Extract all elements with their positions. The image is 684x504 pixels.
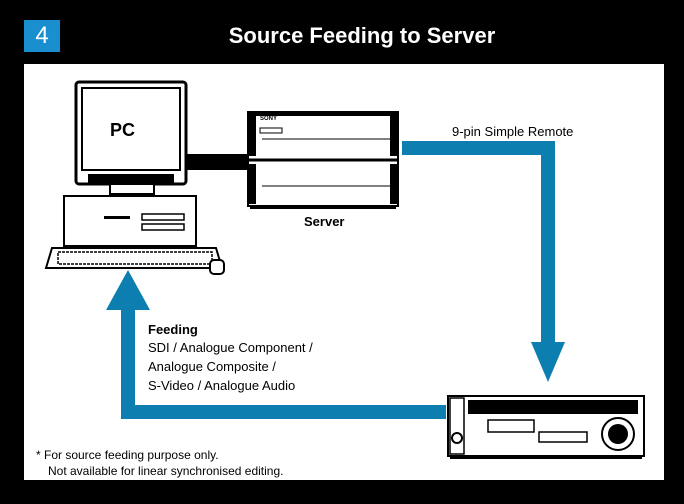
diagram-panel: PC SONY Server 9-pin Simple Remote Feedi… <box>24 64 664 480</box>
monitor-stand <box>109 183 155 195</box>
mouse <box>209 259 225 275</box>
note-line-1: * For source feeding purpose only. <box>36 448 219 462</box>
monitor-bottom <box>88 174 174 184</box>
pc-illustration <box>44 80 225 275</box>
server-label: Server <box>304 214 345 229</box>
vtr-jog-inner <box>608 424 628 444</box>
server-feet <box>250 206 396 209</box>
section-number: 4 <box>24 20 60 52</box>
pc-server-cable <box>184 154 248 170</box>
vtr-top-panel <box>468 400 638 414</box>
remote-label: 9-pin Simple Remote <box>452 124 574 139</box>
remote-connection-arrow <box>402 141 555 344</box>
brand-label: SONY <box>260 116 278 122</box>
feeding-line-3: S-Video / Analogue Audio <box>148 378 296 393</box>
server-rail-left-bottom <box>248 164 256 204</box>
cd-drive <box>141 223 185 231</box>
note-line-2: Not available for linear synchronised ed… <box>48 464 284 478</box>
vtr-buttons <box>538 431 588 443</box>
floppy-drive <box>141 213 185 221</box>
feeding-line-1: SDI / Analogue Component / <box>148 340 313 355</box>
vtr-feet <box>450 456 642 459</box>
vtr-left-strip <box>449 397 465 455</box>
feeding-connection-arrow <box>121 308 446 419</box>
vtr-illustration <box>447 395 645 459</box>
diagram-svg <box>44 80 645 459</box>
vtr-display <box>487 419 535 433</box>
server-top-bar <box>248 112 398 116</box>
server-indicators <box>259 127 283 134</box>
server-rail-right-bottom <box>390 164 398 204</box>
pc-tower-slot <box>104 216 130 219</box>
feeding-arrowhead <box>106 270 150 310</box>
monitor-screen <box>81 87 181 171</box>
keyboard-keys <box>57 251 213 265</box>
title-bar <box>24 20 664 52</box>
page-title: Source Feeding to Server <box>228 23 496 48</box>
remote-arrowhead <box>531 342 565 382</box>
pc-tower <box>63 195 197 247</box>
feeding-title: Feeding <box>148 322 198 337</box>
server-rail-right-top <box>390 116 398 156</box>
feeding-line-2: Analogue Composite / <box>148 359 276 374</box>
server-illustration <box>247 111 399 209</box>
pc-label: PC <box>110 120 136 140</box>
vtr-power-button <box>451 432 463 444</box>
server-rail-left-top <box>248 116 256 156</box>
